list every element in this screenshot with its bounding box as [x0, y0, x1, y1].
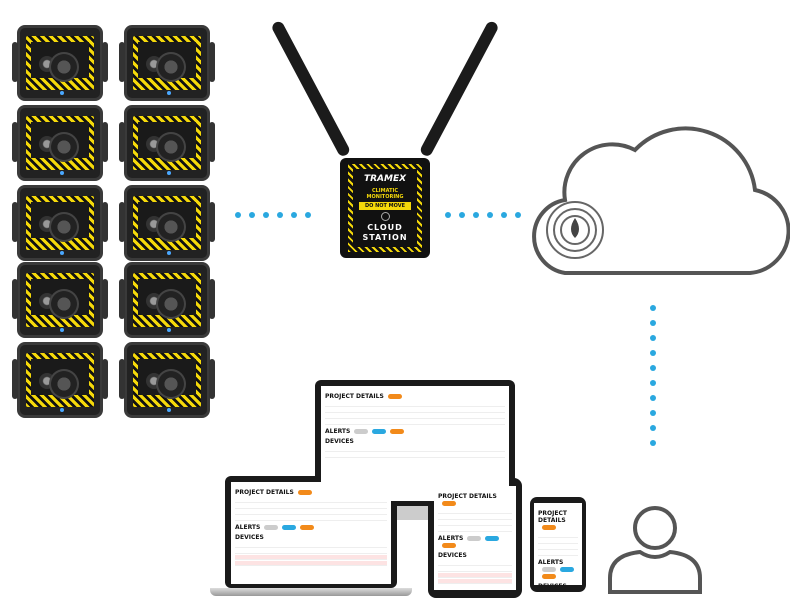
- sensor-device: [119, 105, 215, 181]
- tablet-screen: PROJECT DETAILS ALERTS DEVICES: [434, 486, 516, 590]
- connector-dot: [459, 212, 465, 218]
- alerts-heading: ALERTS: [438, 535, 464, 542]
- alert-toggle-off[interactable]: [354, 429, 369, 434]
- phone-screen: PROJECT DETAILS ALERTS DEVICES: [534, 503, 582, 585]
- sensor-device: [12, 25, 108, 101]
- project-details-heading: PROJECT DETAILS: [438, 493, 497, 500]
- sensor-device: [12, 262, 108, 338]
- project-details-heading: PROJECT DETAILS: [325, 393, 384, 400]
- edit-button[interactable]: [387, 394, 402, 399]
- connector-dot: [650, 365, 656, 371]
- connector-dot: [650, 305, 656, 311]
- sensor-device: [12, 342, 108, 418]
- alert-button[interactable]: [442, 543, 456, 548]
- alert-toggle-on[interactable]: [485, 536, 500, 541]
- cloud-station-device: TRAMEX CLIMATIC MONITORING DO NOT MOVE C…: [340, 158, 430, 258]
- alert-toggle-off[interactable]: [542, 567, 556, 572]
- alert-toggle-on[interactable]: [372, 429, 387, 434]
- connector-dot: [305, 212, 311, 218]
- connector-dot: [650, 320, 656, 326]
- monitor-screen: PROJECT DETAILS ALERTS DEVICES: [321, 386, 509, 501]
- cloud-icon: [532, 126, 790, 275]
- alert-button[interactable]: [300, 525, 315, 530]
- connector-dot: [650, 395, 656, 401]
- connector-dot: [650, 350, 656, 356]
- alert-button[interactable]: [542, 574, 556, 579]
- sensor-device: [12, 105, 108, 181]
- station-logo-icon: [380, 212, 390, 221]
- alert-button[interactable]: [390, 429, 405, 434]
- monitor-stand: [395, 506, 435, 520]
- sensor-device: [119, 25, 215, 101]
- sensor-device: [119, 185, 215, 261]
- devices-heading: DEVICES: [235, 534, 264, 541]
- alerts-heading: ALERTS: [325, 428, 351, 435]
- edit-button[interactable]: [297, 490, 312, 495]
- edit-button[interactable]: [442, 501, 456, 506]
- station-line2: CLOUD: [367, 223, 403, 232]
- sensor-device: [119, 262, 215, 338]
- sensor-device: [12, 185, 108, 261]
- user-icon: [608, 506, 702, 594]
- laptop-base: [210, 588, 412, 596]
- connector-dot: [263, 212, 269, 218]
- connector-dot: [277, 212, 283, 218]
- alert-toggle-off[interactable]: [264, 525, 279, 530]
- sensor-device: [119, 342, 215, 418]
- connector-dot: [249, 212, 255, 218]
- station-badge: DO NOT MOVE: [359, 202, 411, 210]
- devices-heading: DEVICES: [538, 583, 578, 585]
- devices-heading: DEVICES: [438, 552, 467, 559]
- project-details-heading: PROJECT DETAILS: [538, 510, 567, 524]
- alerts-heading: ALERTS: [538, 559, 564, 566]
- devices-heading: DEVICES: [325, 438, 354, 445]
- connector-dot: [235, 212, 241, 218]
- laptop-screen: PROJECT DETAILS ALERTS DEVICES: [231, 482, 391, 584]
- connector-dot: [473, 212, 479, 218]
- alert-toggle-on[interactable]: [282, 525, 297, 530]
- station-brand: TRAMEX: [363, 174, 407, 184]
- station-line3: STATION: [362, 233, 408, 242]
- connector-dot: [501, 212, 507, 218]
- station-line1: CLIMATIC MONITORING: [366, 188, 404, 200]
- edit-button[interactable]: [542, 525, 556, 530]
- connector-dot: [650, 380, 656, 386]
- connector-dot: [445, 212, 451, 218]
- project-details-heading: PROJECT DETAILS: [235, 489, 294, 496]
- antenna-left: [270, 19, 352, 158]
- alert-toggle-off[interactable]: [467, 536, 482, 541]
- connector-dot: [515, 212, 521, 218]
- connector-dot: [650, 425, 656, 431]
- connector-dot: [487, 212, 493, 218]
- connector-dot: [650, 440, 656, 446]
- antenna-right: [418, 19, 500, 158]
- alerts-heading: ALERTS: [235, 524, 261, 531]
- connector-dot: [650, 410, 656, 416]
- alert-toggle-on[interactable]: [560, 567, 574, 572]
- connector-dot: [650, 335, 656, 341]
- connector-dot: [291, 212, 297, 218]
